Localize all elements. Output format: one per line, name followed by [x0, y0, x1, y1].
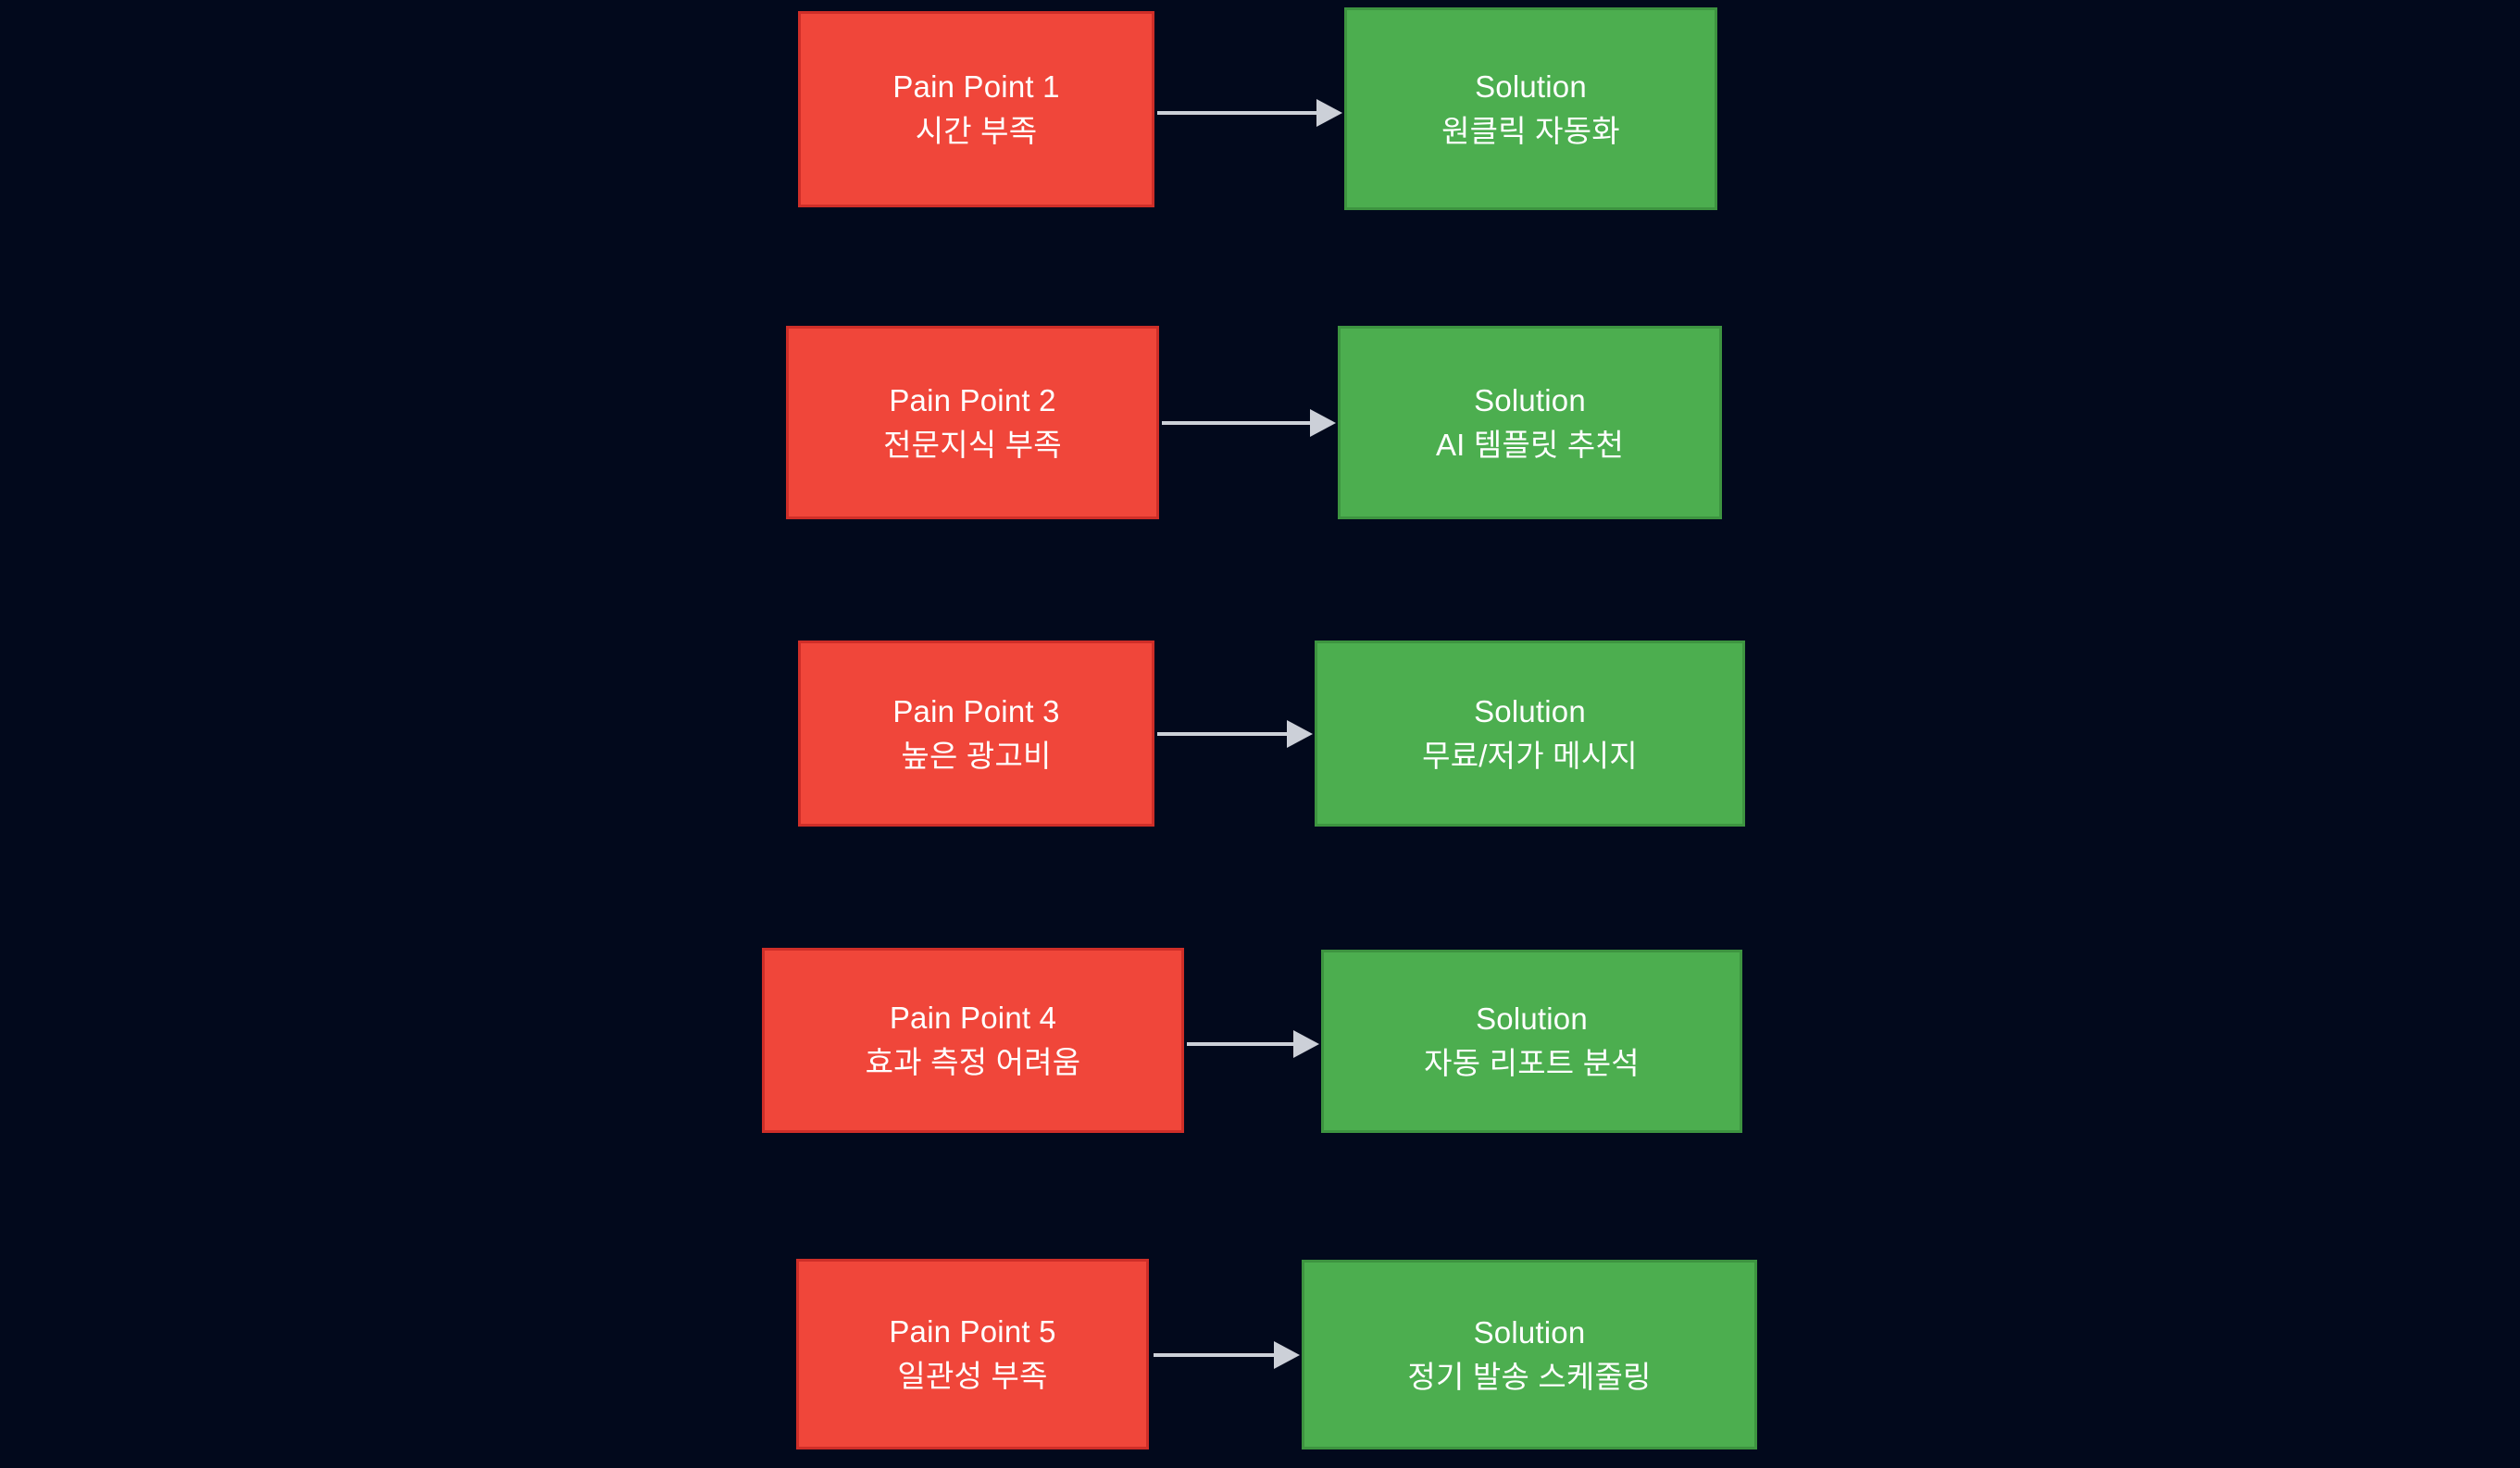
- solution-node-title: Solution: [1476, 1001, 1588, 1037]
- pain-point-node-2[interactable]: Pain Point 2 전문지식 부족: [786, 326, 1159, 519]
- arrow-shaft: [1187, 1042, 1295, 1046]
- arrow-head-icon: [1274, 1341, 1300, 1369]
- arrow-head-icon: [1316, 99, 1342, 127]
- solution-node-title: Solution: [1474, 693, 1586, 728]
- pain-point-node-title: Pain Point 5: [889, 1314, 1056, 1350]
- solution-node-3[interactable]: Solution 무료/저가 메시지: [1315, 641, 1745, 827]
- pain-point-node-1[interactable]: Pain Point 1 시간 부족: [798, 11, 1154, 207]
- pain-point-node-subtitle: 일관성 부족: [897, 1359, 1048, 1393]
- pain-point-node-title: Pain Point 1: [892, 69, 1060, 105]
- solution-node-2[interactable]: Solution AI 템플릿 추천: [1338, 326, 1722, 519]
- arrow-shaft: [1154, 1353, 1276, 1357]
- solution-node-subtitle: 무료/저가 메시지: [1422, 738, 1638, 773]
- arrow-head-icon: [1293, 1030, 1319, 1058]
- pain-point-node-subtitle: 시간 부족: [915, 114, 1038, 148]
- pain-point-node-4[interactable]: Pain Point 4 효과 측정 어려움: [762, 948, 1184, 1133]
- solution-node-1[interactable]: Solution 원클릭 자동화: [1344, 7, 1717, 210]
- solution-node-title: Solution: [1473, 1314, 1586, 1350]
- solution-node-title: Solution: [1475, 68, 1587, 104]
- solution-node-4[interactable]: Solution 자동 리포트 분석: [1321, 950, 1742, 1133]
- pain-point-node-3[interactable]: Pain Point 3 높은 광고비: [798, 641, 1154, 827]
- arrow-shaft: [1157, 732, 1289, 736]
- arrow-head-icon: [1310, 409, 1336, 437]
- pain-point-node-title: Pain Point 3: [892, 693, 1060, 728]
- pain-point-node-subtitle: 높은 광고비: [901, 738, 1052, 773]
- solution-node-title: Solution: [1474, 382, 1586, 417]
- solution-node-subtitle: 정기 발송 스케줄링: [1407, 1359, 1652, 1394]
- solution-node-5[interactable]: Solution 정기 발송 스케줄링: [1302, 1260, 1757, 1449]
- pain-point-node-subtitle: 전문지식 부족: [883, 427, 1062, 462]
- pain-point-node-title: Pain Point 2: [889, 382, 1056, 417]
- solution-node-subtitle: 자동 리포트 분석: [1424, 1046, 1640, 1080]
- solution-node-subtitle: 원클릭 자동화: [1441, 113, 1620, 148]
- solution-node-subtitle: AI 템플릿 추천: [1435, 427, 1625, 462]
- arrow-shaft: [1157, 111, 1318, 115]
- pain-point-node-title: Pain Point 4: [889, 1001, 1057, 1036]
- arrow-shaft: [1162, 421, 1312, 425]
- pain-point-node-5[interactable]: Pain Point 5 일관성 부족: [796, 1259, 1149, 1449]
- arrow-head-icon: [1287, 720, 1313, 748]
- pain-point-node-subtitle: 효과 측정 어려움: [865, 1045, 1081, 1079]
